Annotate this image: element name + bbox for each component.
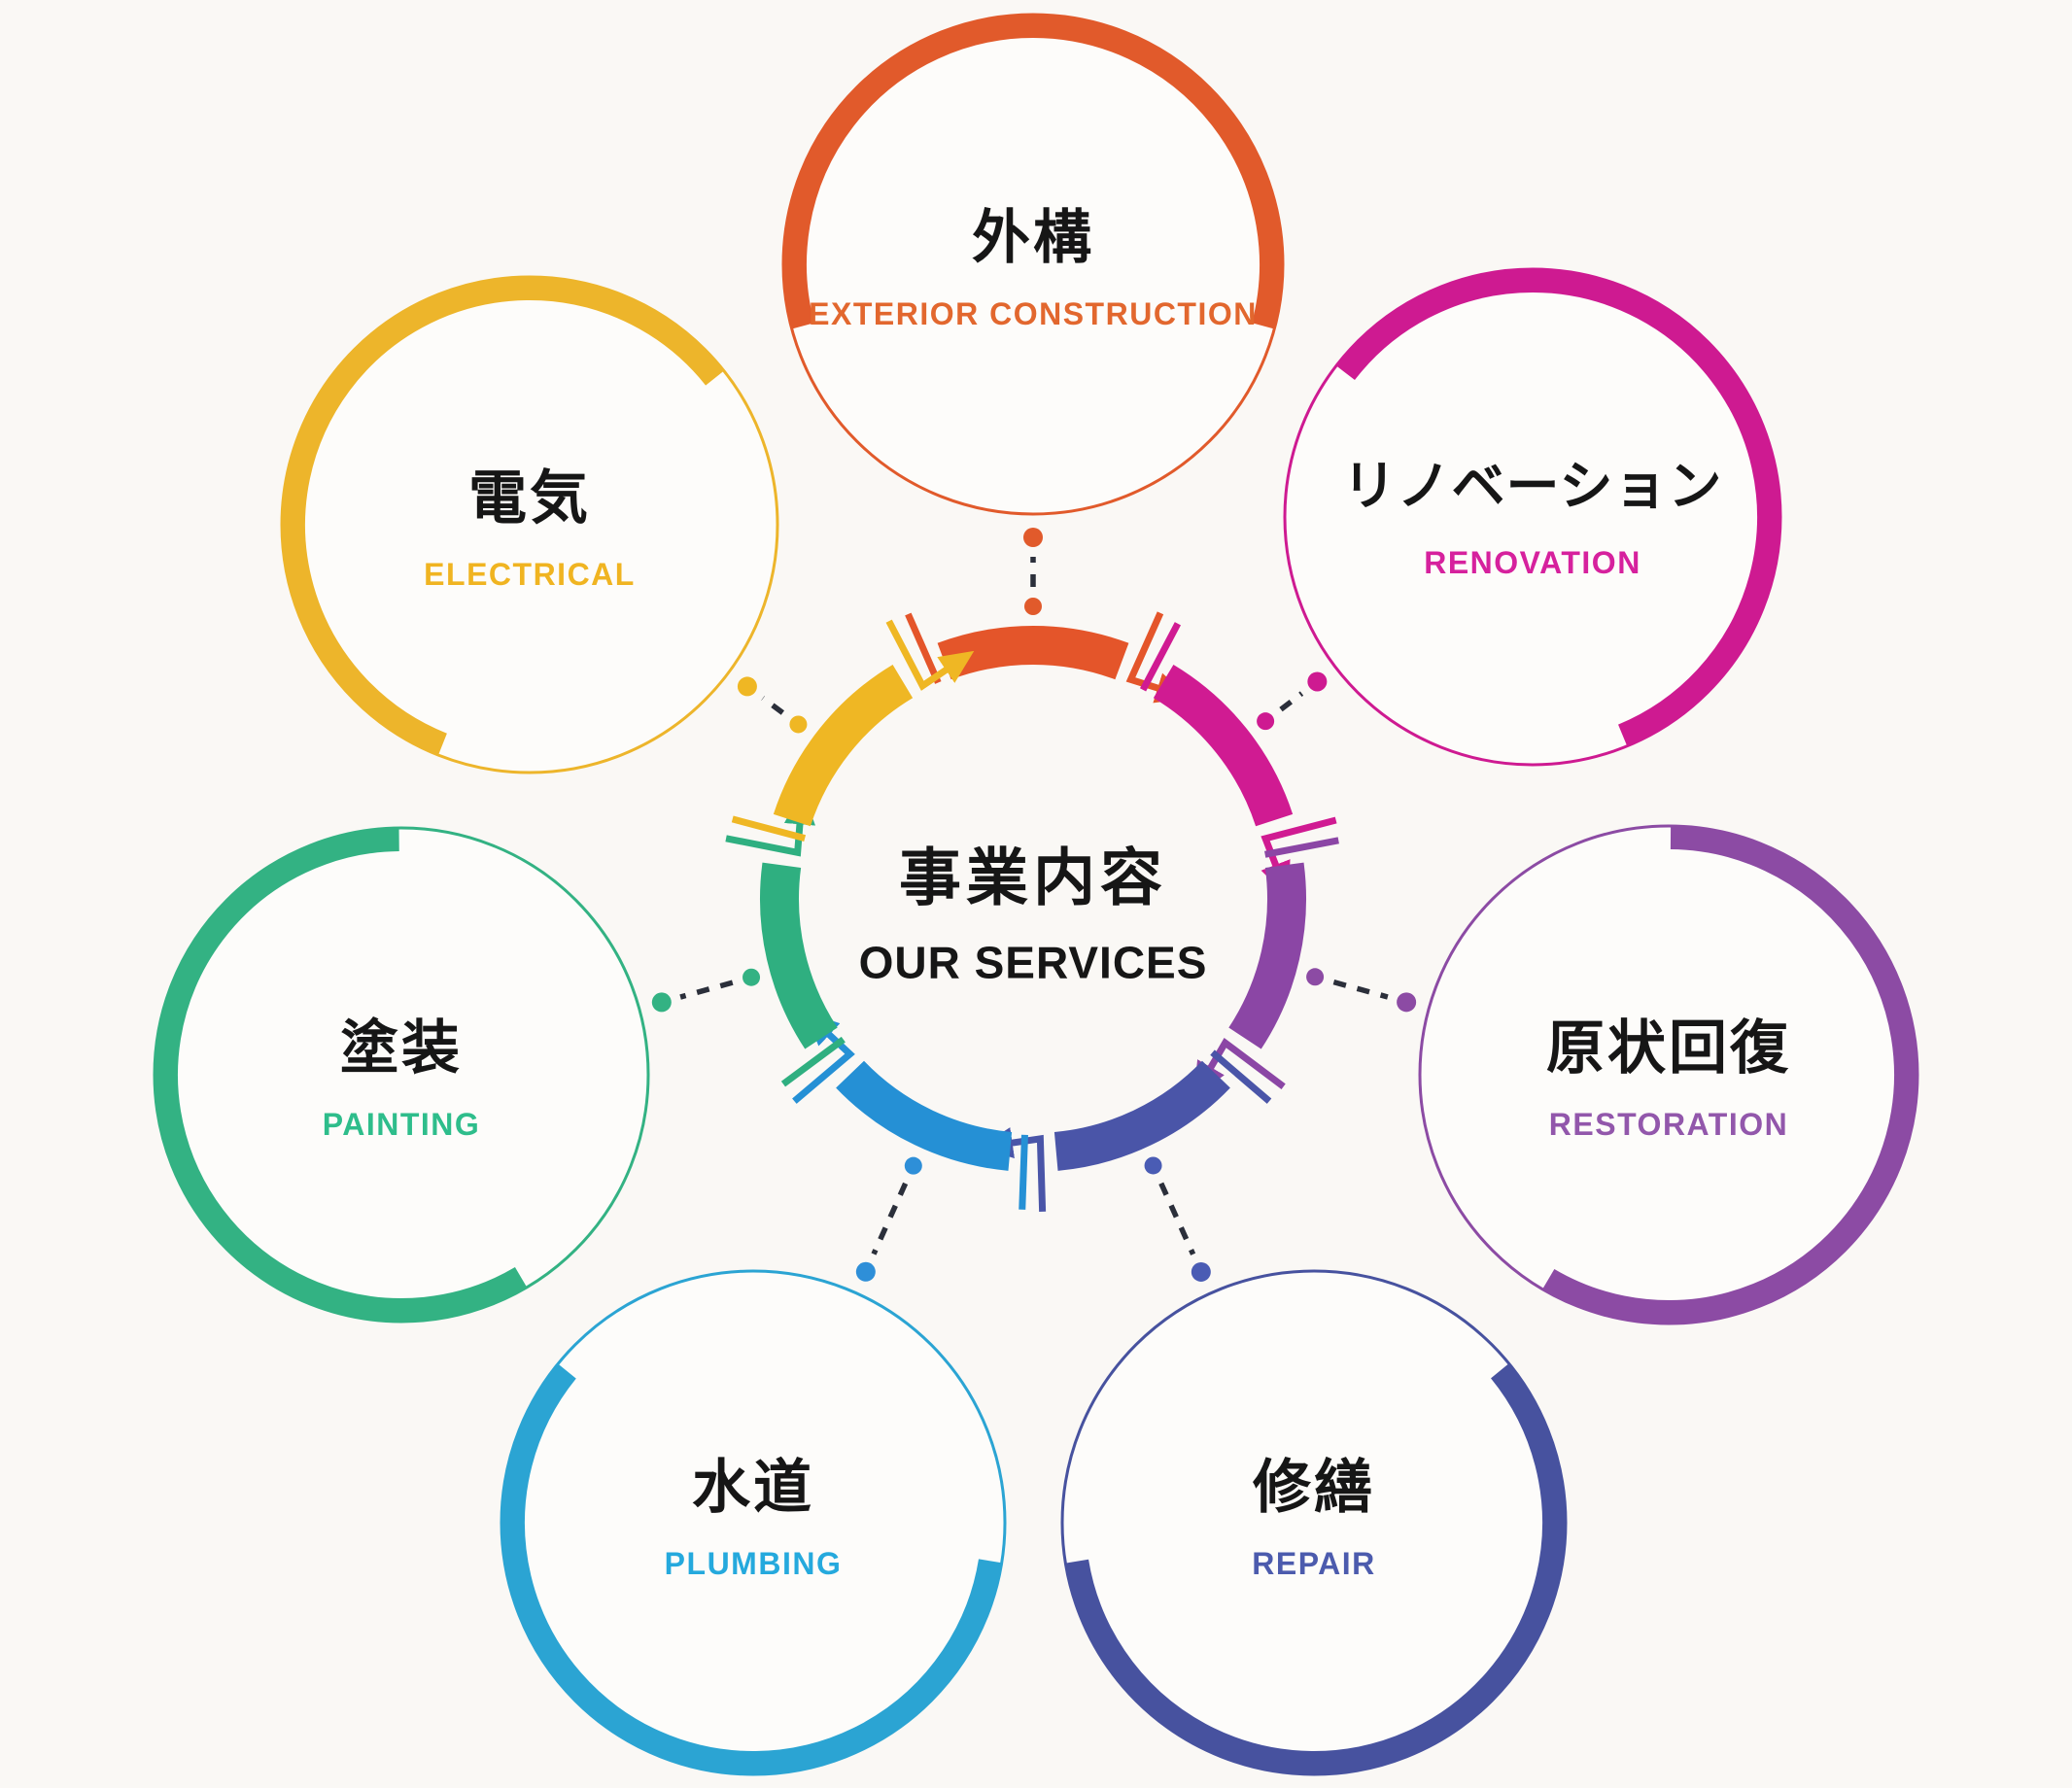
satellite-renovation: リノベーション RENOVATION [1343, 453, 1723, 581]
connector-dash-electrical [761, 696, 785, 715]
satellite-restoration: 原状回復 RESTORATION [1546, 1014, 1791, 1143]
hub-segment-tail-plumbing [1019, 1134, 1028, 1210]
hub-segment-tail-electrical [731, 815, 807, 842]
connector-dot-hub-painting [742, 968, 761, 986]
connector-dot-hub-repair [1144, 1156, 1162, 1175]
connector-dot-hub-electrical [789, 715, 808, 734]
connector-dash-repair [1158, 1182, 1196, 1255]
connector-dot-satellite-electrical [737, 676, 757, 697]
satellite-jp-label: リノベーション [1342, 456, 1723, 516]
hub-segment-restoration [1228, 862, 1306, 1049]
hub-flow-arrow-repair [979, 1127, 1047, 1212]
connector-dash-restoration [1332, 979, 1389, 1000]
hub-segment-tail-restoration [1264, 837, 1339, 858]
satellite-en-label: PLUMBING [664, 1546, 843, 1581]
satellite-jp-label: 外構 [971, 205, 1094, 270]
hub-flow-arrow-plumbing [792, 1011, 855, 1104]
connector-dot-satellite-repair [1191, 1261, 1211, 1282]
satellite-en-label: RESTORATION [1548, 1107, 1789, 1142]
satellite-ring-arc-painting [155, 828, 528, 1322]
connector-dash-renovation [1279, 691, 1304, 712]
hub-segment-repair [1053, 1060, 1230, 1171]
connector-dot-hub-exterior [1024, 598, 1042, 615]
satellite-en-label: REPAIR [1252, 1546, 1376, 1581]
satellite-painting: 塗装 PAINTING [323, 1014, 481, 1143]
hub-segment-tail-renovation [1139, 622, 1181, 692]
connector-dot-satellite-painting [651, 992, 672, 1013]
hub-flow-arrow-electrical [885, 619, 975, 691]
satellite-en-label: EXTERIOR CONSTRUCTION [809, 296, 1258, 331]
hub-segment-tail-exterior [905, 612, 942, 684]
satellite-en-label: ELECTRICAL [424, 557, 636, 592]
hub: 事業内容 OUR SERVICES [859, 842, 1208, 989]
satellite-ring-arc-renovation [1335, 269, 1780, 746]
satellite-ring-arc-plumbing [501, 1363, 1002, 1774]
satellite-en-label: RENOVATION [1424, 545, 1641, 580]
satellite-plumbing: 水道 PLUMBING [665, 1454, 843, 1582]
connector-dot-satellite-plumbing [855, 1261, 876, 1282]
satellite-ring-arc-electrical [282, 277, 724, 756]
connector-dot-hub-plumbing [904, 1156, 922, 1175]
satellite-en-label: PAINTING [322, 1107, 481, 1142]
satellite-ring-arc-restoration [1542, 826, 1917, 1324]
hub-flow-arrow-restoration [1193, 1037, 1286, 1097]
satellite-jp-label: 原状回復 [1546, 1015, 1791, 1081]
hub-flow-arrow-exterior [1125, 611, 1191, 704]
connector-dot-satellite-restoration [1397, 992, 1417, 1013]
connector-dot-hub-restoration [1306, 968, 1325, 986]
satellite-jp-label: 水道 [692, 1455, 814, 1520]
hub-flow-arrow-painting [725, 790, 815, 857]
satellite-repair: 修繕 REPAIR [1252, 1454, 1376, 1582]
satellite-exterior: 外構 EXTERIOR CONSTRUCTION [809, 204, 1258, 332]
hub-segment-tail-repair [1210, 1049, 1272, 1104]
hub-segment-plumbing [836, 1060, 1013, 1171]
connector-dash-plumbing [871, 1182, 909, 1255]
satellite-jp-label: 電気 [468, 465, 591, 531]
connector-dash-painting [679, 980, 734, 1000]
hub-segment-electrical [773, 664, 914, 827]
hub-flow-arrow-renovation [1260, 816, 1337, 897]
hub-segment-painting [760, 862, 838, 1049]
hub-segment-renovation [1153, 664, 1294, 827]
satellite-electrical: 電気 ELECTRICAL [424, 464, 636, 593]
connector-dot-satellite-renovation [1307, 671, 1328, 692]
satellite-jp-label: 塗装 [339, 1015, 463, 1081]
hub-jp-label: 事業内容 [898, 842, 1167, 913]
hub-segment-exterior [937, 626, 1129, 680]
hub-en-label: OUR SERVICES [858, 937, 1208, 988]
satellite-ring-arc-repair [1065, 1363, 1566, 1774]
connector-dot-hub-renovation [1257, 712, 1275, 731]
hub-segment-tail-painting [780, 1036, 846, 1087]
satellite-jp-label: 修繕 [1253, 1455, 1375, 1520]
connector-dot-satellite-exterior [1023, 528, 1043, 547]
satellite-ring-arc-exterior [783, 15, 1283, 329]
